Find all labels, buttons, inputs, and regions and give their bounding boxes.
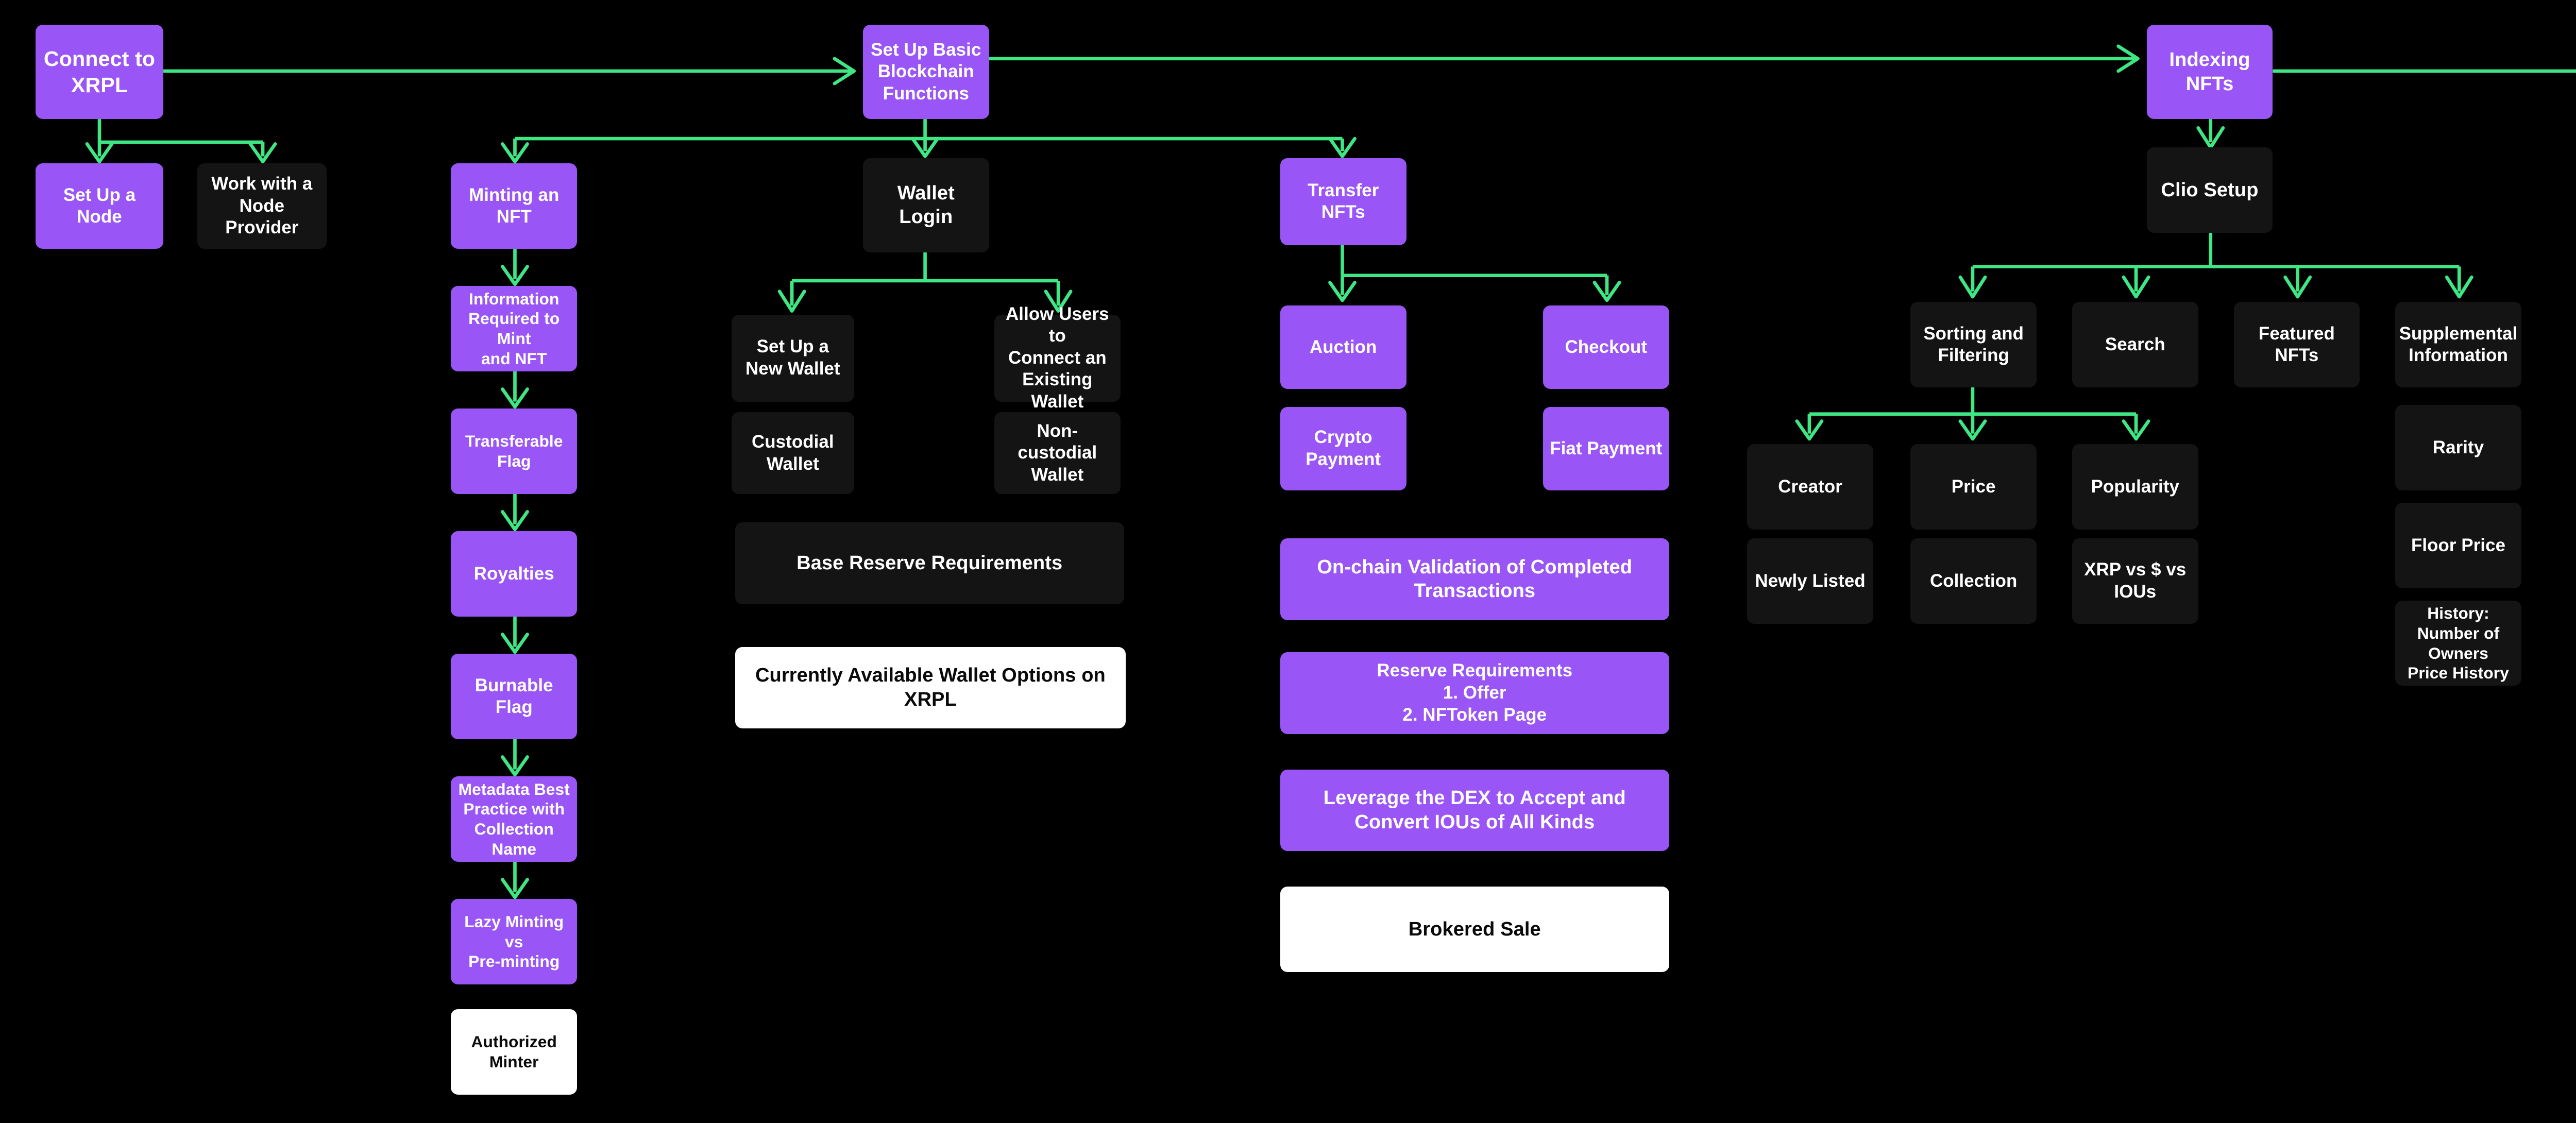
node-popularity[interactable]: Popularity	[2072, 444, 2198, 530]
node-sorting-and-filtering[interactable]: Sorting and Filtering	[1910, 302, 2037, 387]
node-newly-listed[interactable]: Newly Listed	[1747, 538, 1873, 624]
node-wallet-options-on-xrpl[interactable]: Currently Available Wallet Options on XR…	[735, 646, 1126, 729]
node-connect-to-xrpl[interactable]: Connect to XRPL	[35, 25, 164, 120]
node-transferable-flag[interactable]: Transferable Flag	[451, 409, 578, 494]
node-auction[interactable]: Auction	[1280, 305, 1406, 389]
node-checkout[interactable]: Checkout	[1543, 305, 1669, 389]
node-wallet-login[interactable]: Wallet Login	[862, 158, 989, 252]
node-set-up-a-node[interactable]: Set Up a Node	[35, 163, 164, 249]
node-leverage-the-dex[interactable]: Leverage the DEX to Accept and Convert I…	[1280, 769, 1669, 852]
node-supplemental-information[interactable]: Supplemental Information	[2395, 302, 2521, 387]
node-rarity[interactable]: Rarity	[2395, 405, 2521, 491]
node-history-owners-price[interactable]: History: Number of Owners Price History	[2395, 600, 2521, 686]
node-search[interactable]: Search	[2072, 302, 2198, 387]
node-base-reserve-requirements[interactable]: Base Reserve Requirements	[735, 522, 1124, 604]
node-custodial-wallet[interactable]: Custodial Wallet	[731, 412, 854, 494]
node-lazy-minting-vs-preminting[interactable]: Lazy Minting vs Pre-minting	[451, 899, 578, 984]
node-on-chain-validation[interactable]: On-chain Validation of Completed Transac…	[1280, 538, 1669, 620]
node-featured-nfts[interactable]: Featured NFTs	[2233, 302, 2360, 387]
node-work-with-a-node-provider[interactable]: Work with a Node Provider	[197, 163, 327, 249]
node-minting-an-nft[interactable]: Minting an NFT	[451, 163, 578, 249]
node-set-up-a-new-wallet[interactable]: Set Up a New Wallet	[731, 314, 854, 402]
node-indexing-nfts[interactable]: Indexing NFTs	[2146, 25, 2273, 120]
node-price[interactable]: Price	[1910, 444, 2037, 530]
node-xrp-vs-dollar-vs-ious[interactable]: XRP vs $ vs IOUs	[2072, 538, 2198, 624]
node-floor-price[interactable]: Floor Price	[2395, 503, 2521, 588]
node-non-custodial-wallet[interactable]: Non-custodial Wallet	[994, 412, 1121, 494]
node-allow-users-connect-wallet[interactable]: Allow Users to Connect an Existing Walle…	[994, 304, 1121, 412]
node-set-up-basic-blockchain[interactable]: Set Up Basic Blockchain Functions	[862, 25, 989, 120]
node-authorized-minter[interactable]: Authorized Minter	[451, 1009, 578, 1095]
node-information-required-to-mint[interactable]: Information Required to Mint and NFT	[451, 286, 578, 371]
node-royalties[interactable]: Royalties	[451, 531, 578, 617]
node-reserve-requirements[interactable]: Reserve Requirements 1. Offer 2. NFToken…	[1280, 652, 1669, 734]
node-clio-setup[interactable]: Clio Setup	[2146, 147, 2273, 233]
node-crypto-payment[interactable]: Crypto Payment	[1280, 406, 1406, 490]
node-collection[interactable]: Collection	[1910, 538, 2037, 624]
node-metadata-best-practice[interactable]: Metadata Best Practice with Collection N…	[451, 776, 578, 862]
node-fiat-payment[interactable]: Fiat Payment	[1543, 406, 1669, 490]
node-burnable-flag[interactable]: Burnable Flag	[451, 654, 578, 739]
node-brokered-sale[interactable]: Brokered Sale	[1280, 887, 1669, 972]
node-creator[interactable]: Creator	[1747, 444, 1873, 530]
node-transfer-nfts[interactable]: Transfer NFTs	[1280, 158, 1406, 245]
